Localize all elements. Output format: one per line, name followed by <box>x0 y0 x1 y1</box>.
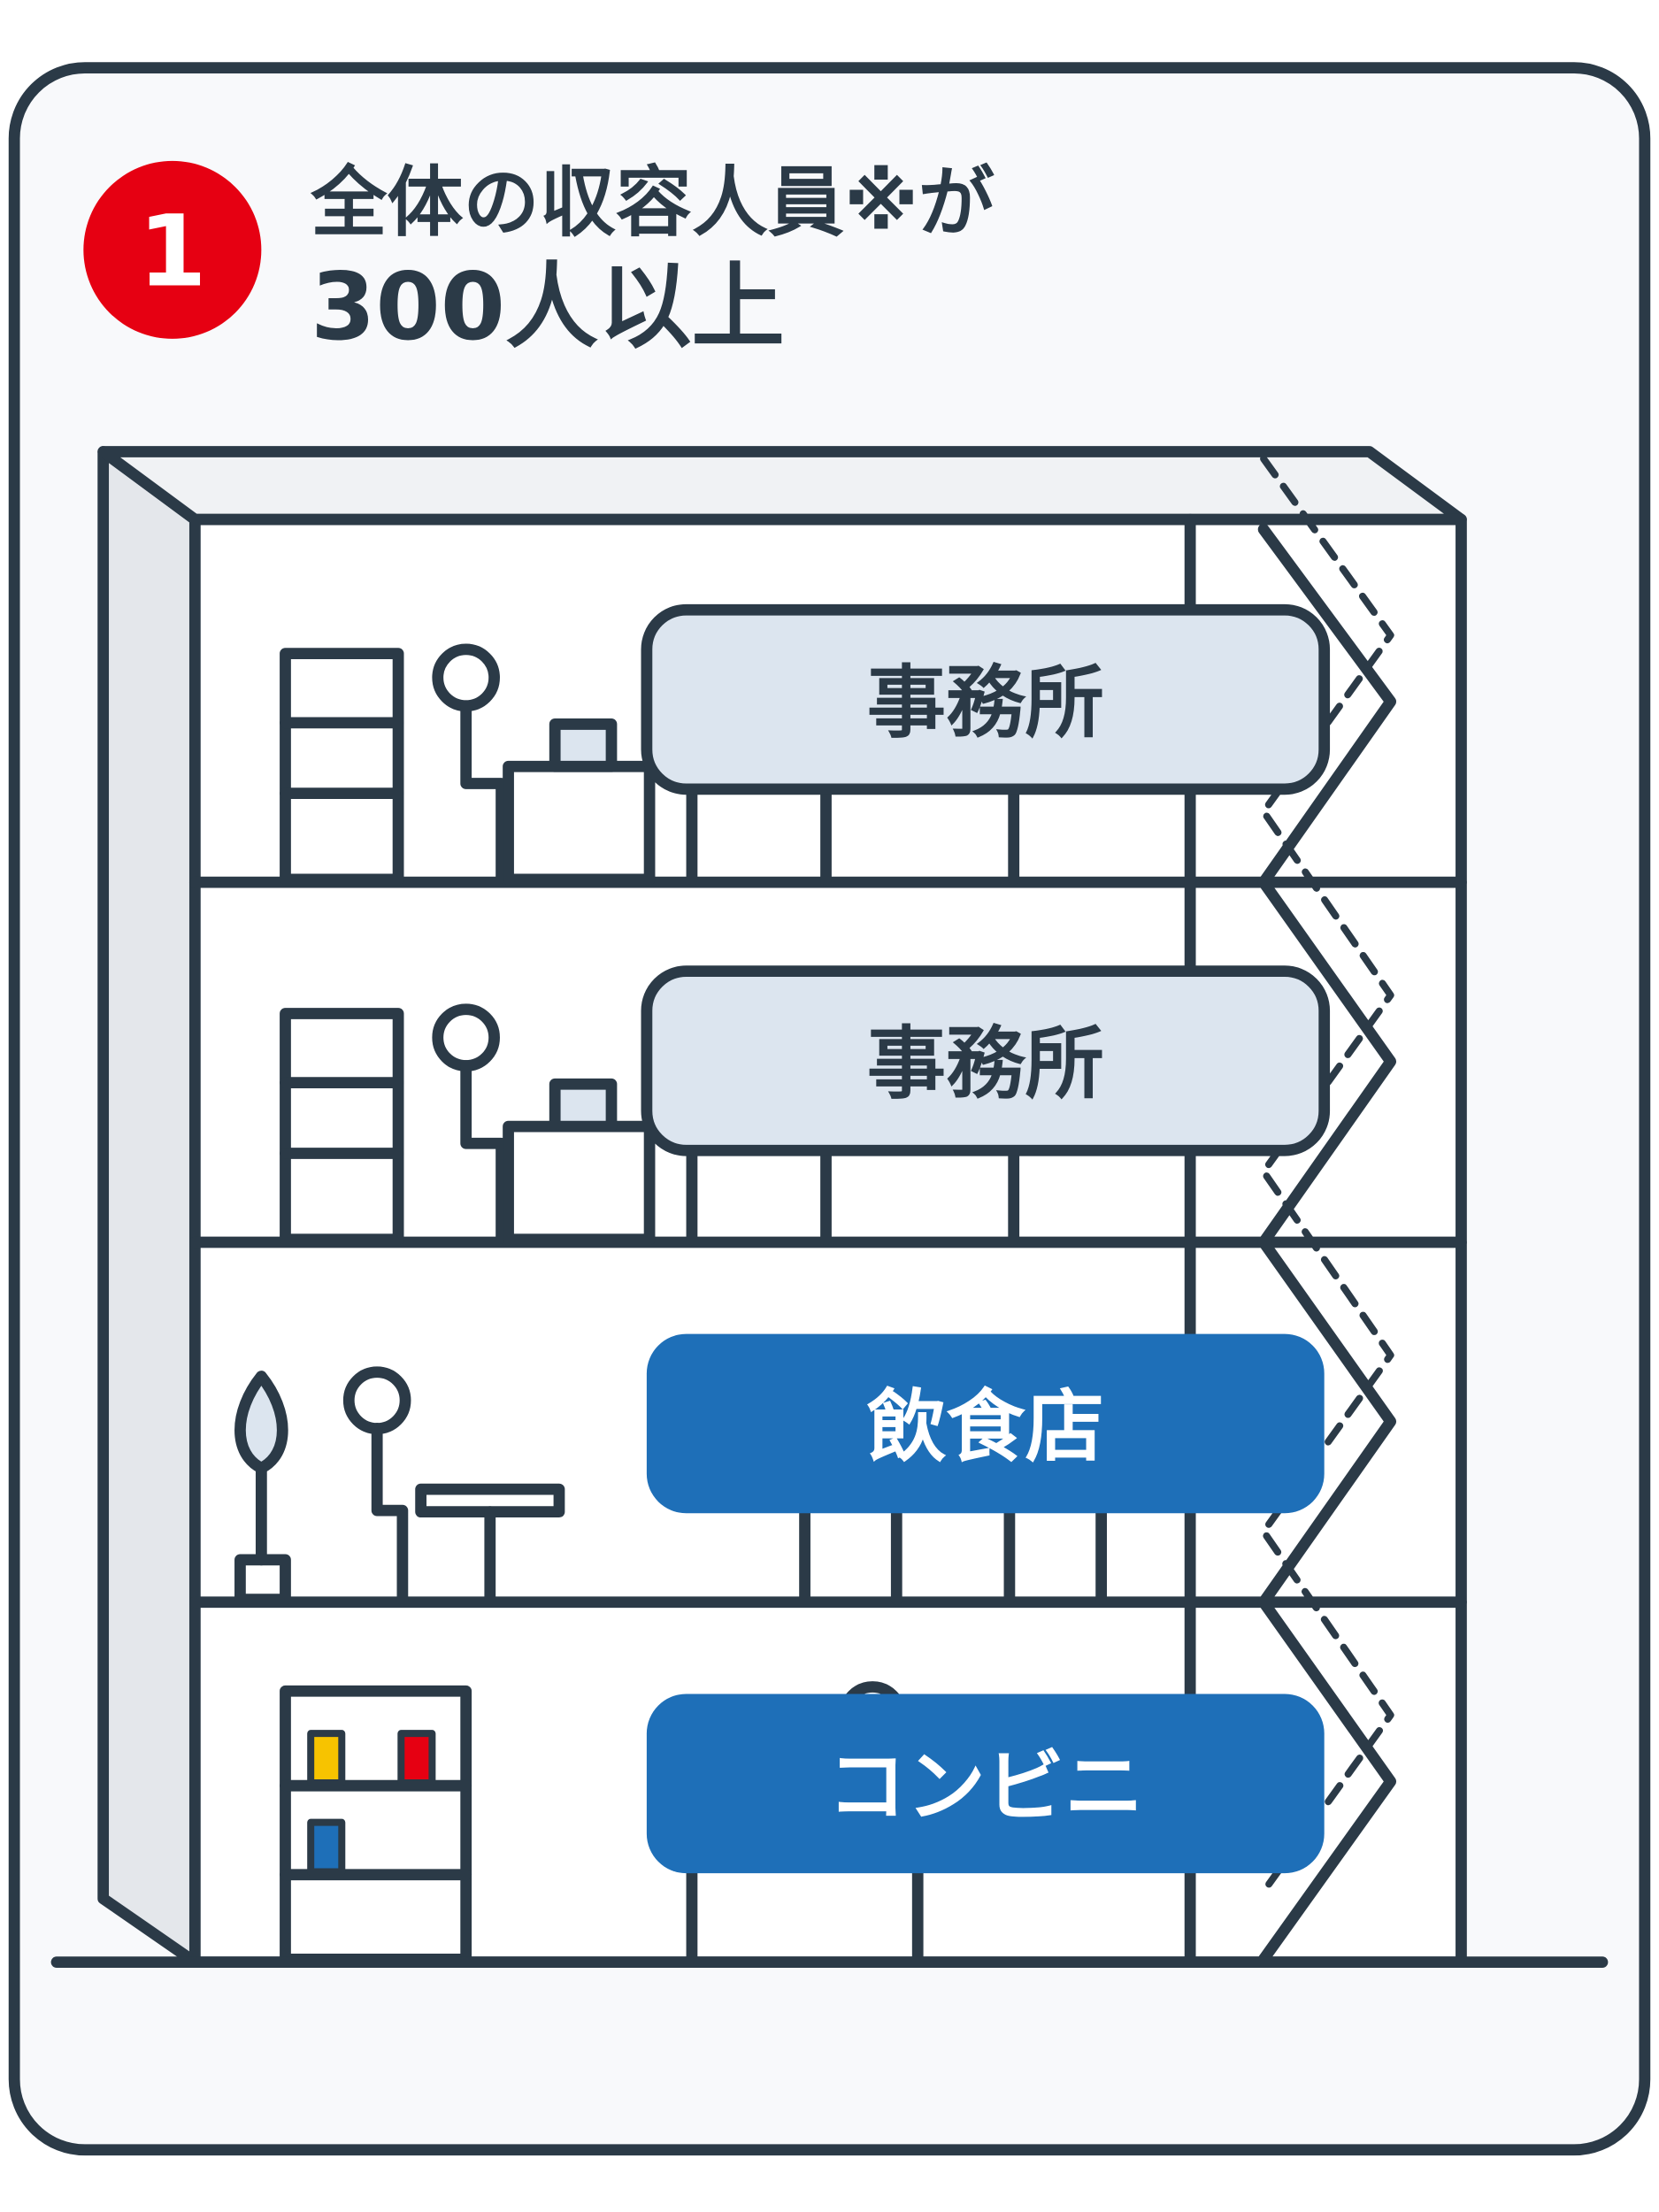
product-blue <box>307 1818 346 1876</box>
office-furniture <box>280 1003 1020 1246</box>
staircase <box>1257 455 1397 1965</box>
floor-label-text: コンビニ <box>827 1741 1143 1833</box>
floor-label-2f: 飲食店 <box>646 1333 1325 1514</box>
heading-line-1: 全体の収容人員※が <box>310 158 995 247</box>
floor-label-1f: コンビニ <box>646 1694 1325 1874</box>
product-red <box>397 1730 436 1786</box>
floor-label-3f: 事務所 <box>641 965 1331 1156</box>
building-side-wall <box>97 446 201 1968</box>
office-furniture <box>280 643 1020 886</box>
product-yellow <box>307 1730 346 1786</box>
floor-label-4f: 事務所 <box>641 603 1331 795</box>
building-roof <box>97 446 1467 526</box>
floor-label-text: 事務所 <box>867 1018 1104 1110</box>
floor-label-text: 事務所 <box>867 657 1104 749</box>
floor-label-text: 飲食店 <box>867 1381 1104 1473</box>
restaurant-furniture <box>234 1366 1107 1605</box>
number-badge-text: 1 <box>138 194 207 309</box>
number-badge <box>83 160 262 339</box>
heading-line-2: 300人以上 <box>311 252 785 361</box>
